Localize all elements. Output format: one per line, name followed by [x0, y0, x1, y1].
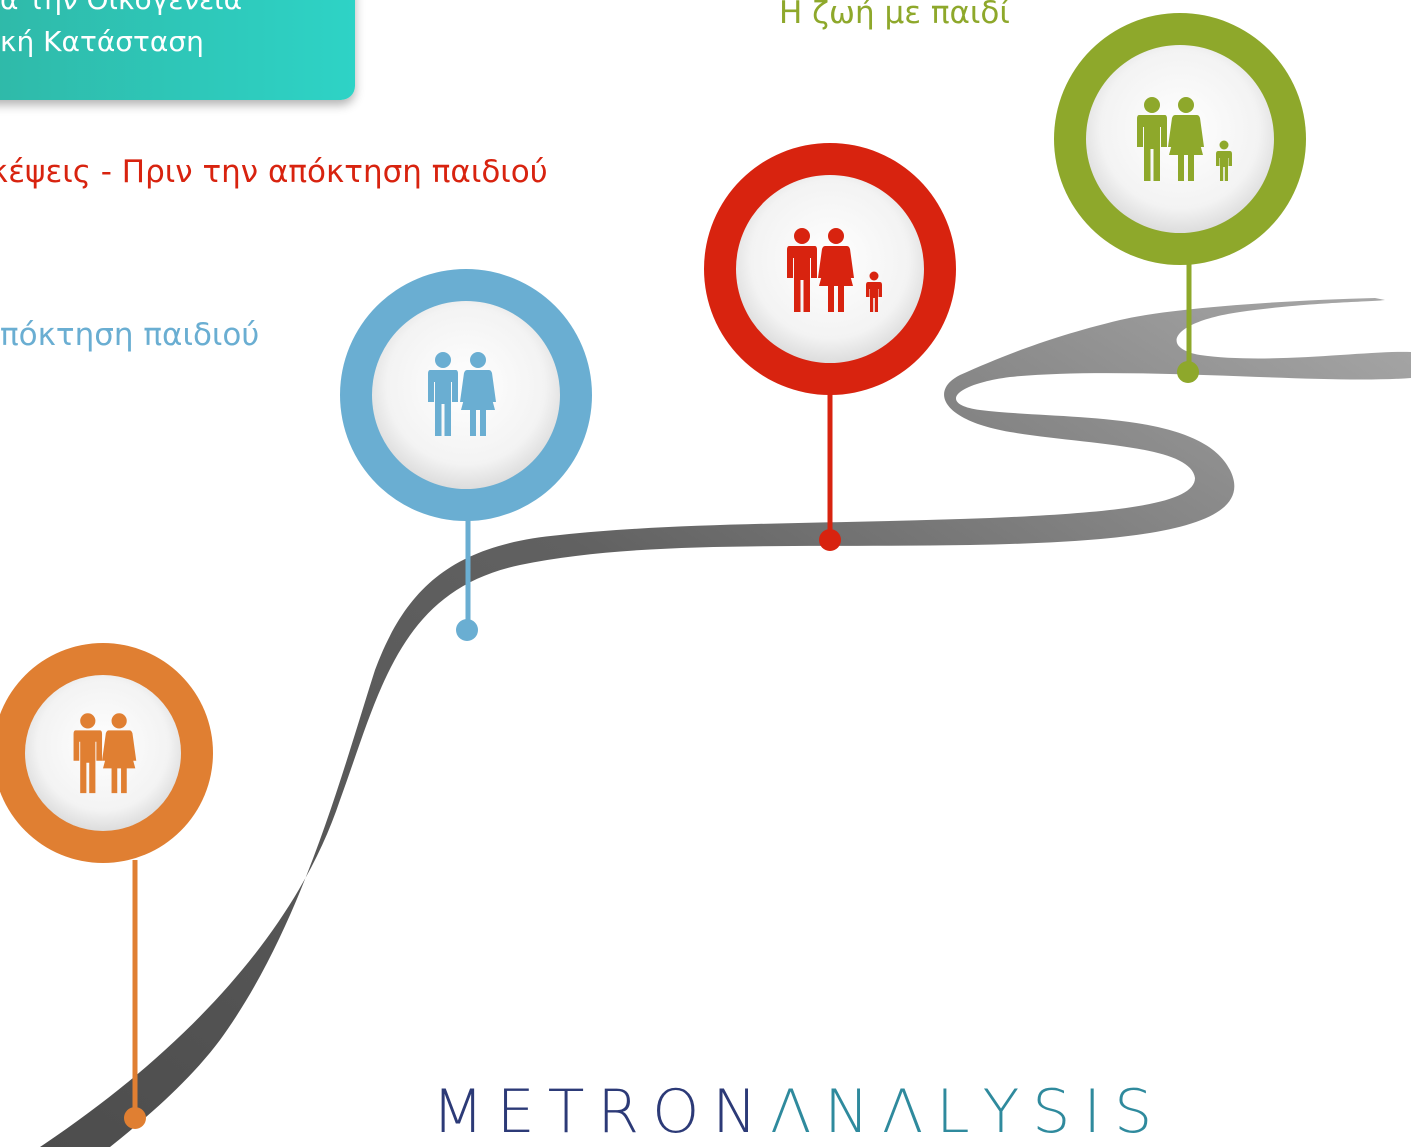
logo-letter: N [712, 1077, 771, 1147]
topic-box: α την Οικογένεια κή Κατάσταση [0, 0, 355, 100]
pin-dot [456, 619, 478, 641]
logo-letter: L [936, 1077, 983, 1147]
logo-letter: Y [982, 1077, 1033, 1147]
stage-label-green: Η ζωή με παιδί [779, 0, 1010, 31]
stage-label-red: κέψεις - Πριν την απόκτηση παιδιού [0, 154, 548, 190]
logo-letter: I [1083, 1077, 1115, 1147]
logo-letter: O [652, 1077, 713, 1147]
milestone-pin-orange [0, 643, 213, 1129]
pin-disc [25, 675, 181, 831]
logo-letter: E [496, 1077, 548, 1147]
logo-letter: M [432, 1077, 497, 1147]
road [40, 298, 1411, 1147]
logo-letter: Λ [882, 1077, 937, 1147]
logo-letter: S [1114, 1077, 1166, 1147]
milestone-pin-blue [340, 269, 592, 641]
topic-line-1: α την Οικογένεια [0, 0, 242, 21]
pin-dot [819, 529, 841, 551]
pin-dot [1177, 361, 1199, 383]
stage-label-blue: πόκτηση παιδιού [0, 317, 260, 353]
logo-letter: T [547, 1077, 598, 1147]
logo-letter: R [597, 1077, 653, 1147]
milestone-pin-red [704, 143, 956, 551]
logo-letter: Λ [770, 1077, 825, 1147]
pin-dot [124, 1107, 146, 1129]
milestone-pin-green [1054, 13, 1306, 383]
logo-letter: N [824, 1077, 883, 1147]
logo-letter: S [1032, 1077, 1084, 1147]
topic-line-2: κή Κατάσταση [0, 25, 204, 58]
